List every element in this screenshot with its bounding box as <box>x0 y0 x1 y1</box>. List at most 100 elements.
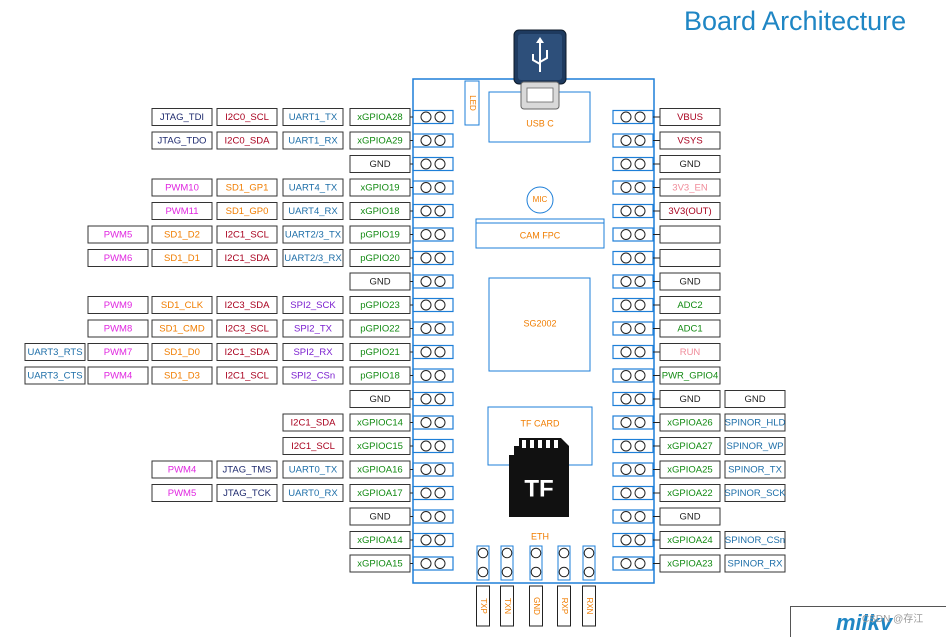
right-pin-label-box <box>659 202 721 220</box>
right-pin-label: SPINOR_WP <box>726 441 783 452</box>
right-pin-label: GND <box>679 512 700 523</box>
left-pin-label-box <box>282 131 344 150</box>
left-pin-label: SD1_CLK <box>161 300 204 311</box>
left-pin-label: UART4_TX <box>289 183 338 194</box>
eth-pin-box <box>500 585 514 627</box>
usb-c-label: USB C <box>526 118 554 128</box>
right-pin-label-box <box>724 484 786 502</box>
right-pin-label: SPINOR_TX <box>728 465 783 476</box>
right-pin-label: xGPIOA24 <box>667 535 712 546</box>
left-pin-label: SPI2_SCK <box>290 300 336 311</box>
eth-pin-label: RXP <box>560 598 569 614</box>
pin-hole <box>634 370 646 381</box>
left-pin-label: SD1_D0 <box>164 347 200 358</box>
right-pin-label-box <box>659 366 721 385</box>
pin-hole <box>434 135 446 146</box>
left-pin-label-box <box>349 507 411 526</box>
pin-hole <box>620 111 632 123</box>
pin-hole <box>420 464 432 475</box>
right-pin-label: VBUS <box>677 112 703 123</box>
pin-hole <box>420 111 432 123</box>
pin-hole <box>420 511 432 522</box>
left-pin-label-box <box>349 460 411 479</box>
pin-hole <box>634 417 646 428</box>
pin-hole <box>620 511 632 522</box>
left-pin-label: UART1_RX <box>288 136 338 147</box>
tf-card-contact <box>530 440 534 448</box>
pin-hole <box>434 276 446 287</box>
pin-hole <box>434 323 446 334</box>
pin-hole <box>620 558 632 569</box>
left-pin-label-box <box>349 202 411 220</box>
eth-header <box>557 545 571 581</box>
left-pin-label-box <box>87 225 149 244</box>
eth-header <box>582 545 596 581</box>
right-pin-label-box <box>724 554 786 573</box>
pin-hole <box>634 182 646 193</box>
left-pin-label: I2C0_SCL <box>225 112 269 123</box>
left-pin-label: pGPIO19 <box>360 230 400 241</box>
pin-hole <box>434 511 446 522</box>
left-pin-label: I2C0_SDA <box>225 136 271 147</box>
right-pin-label-box <box>659 296 721 314</box>
led-label: LED <box>468 95 477 111</box>
pin-hole <box>620 135 632 146</box>
pin-hole <box>434 252 446 264</box>
eth-pin-box <box>557 585 571 627</box>
left-pin-label: xGPIO18 <box>360 206 399 217</box>
left-pin-label: UART0_RX <box>288 488 338 499</box>
left-pin-label-box <box>216 178 278 197</box>
tf-card-contact <box>554 440 558 448</box>
eth-pin-label: RXN <box>585 598 594 615</box>
left-pin-label-box <box>151 108 213 126</box>
tf-card-contact <box>546 440 550 448</box>
eth-pin-hole <box>477 547 489 559</box>
left-pin-label-box <box>151 319 213 338</box>
eth-label: ETH <box>531 531 549 541</box>
left-pin-label: pGPIO23 <box>360 300 400 311</box>
pin-hole <box>634 323 646 334</box>
tf-card-label: TF CARD <box>521 418 560 428</box>
right-pin-label: RUN <box>680 347 701 358</box>
eth-pin-hole <box>501 547 513 559</box>
left-pin-label-box <box>282 225 344 244</box>
left-pin-label: UART2/3_TX <box>285 230 342 241</box>
eth-pin-hole <box>558 566 570 578</box>
eth-pin-hole <box>583 547 595 559</box>
left-pin-label: SD1_GP1 <box>226 183 269 194</box>
pin-hole <box>620 464 632 475</box>
pin-hole <box>434 299 446 311</box>
left-pin-label-box <box>282 202 344 220</box>
pin-hole <box>620 229 632 240</box>
left-pin-label-box <box>216 202 278 220</box>
left-pin-label-box <box>349 178 411 197</box>
pin-hole <box>420 182 432 193</box>
footer-box <box>790 606 946 637</box>
pin-hole <box>634 346 646 358</box>
pin-hole <box>620 158 632 170</box>
left-pin-label-box <box>349 296 411 314</box>
right-pin-label: SPINOR_RX <box>728 559 784 570</box>
led-box <box>464 80 480 126</box>
right-pin-label-box <box>659 319 721 338</box>
pin-hole <box>420 534 432 546</box>
left-pin-label-box <box>349 413 411 432</box>
pin-hole <box>634 487 646 499</box>
left-pin-label: UART0_TX <box>289 465 338 476</box>
right-pin-label-box <box>659 131 721 150</box>
soc-chip <box>488 277 591 372</box>
left-pin-label-box <box>87 366 149 385</box>
pin-hole <box>420 558 432 569</box>
eth-pin-hole <box>530 566 542 578</box>
usb-plug-slot <box>526 87 554 103</box>
pin-hole <box>434 229 446 240</box>
left-pin-label-box <box>349 531 411 549</box>
left-pin-label-box <box>216 108 278 126</box>
eth-pin-hole <box>477 566 489 578</box>
left-pin-label: I2C1_SDA <box>225 253 271 264</box>
pin-hole <box>434 111 446 123</box>
left-pin-label-box <box>282 178 344 197</box>
milkv-logo: milkv <box>836 610 893 635</box>
pin-hole <box>434 464 446 475</box>
